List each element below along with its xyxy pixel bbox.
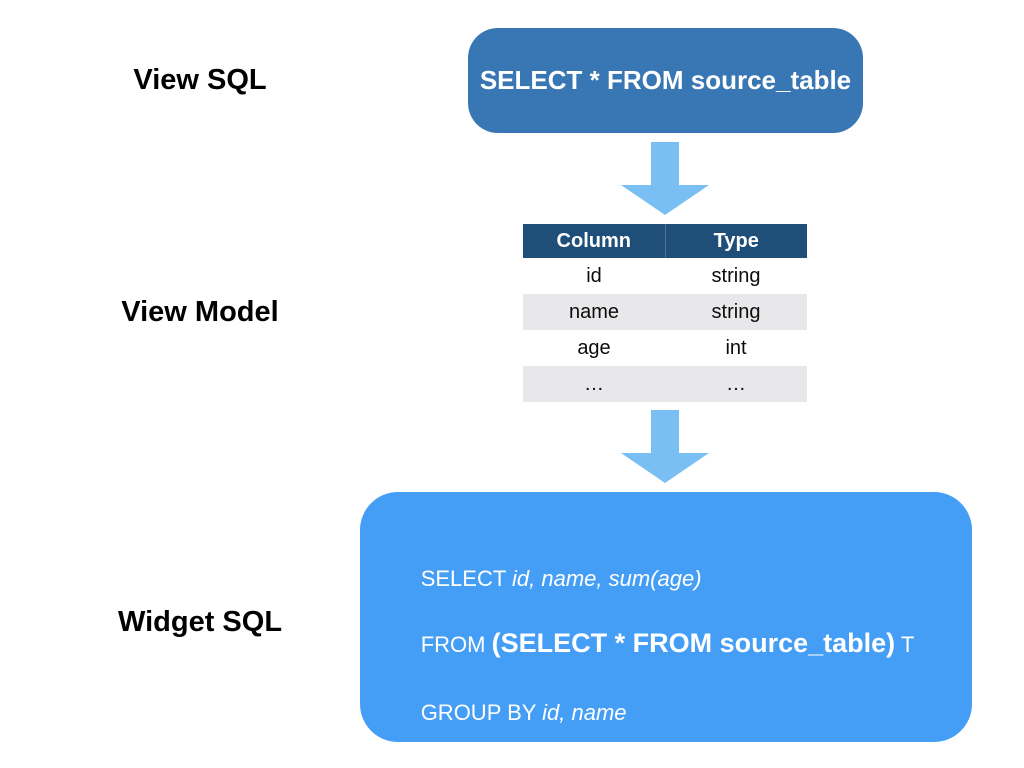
widget-sql-box: SELECT id, name, sum(age) FROM (SELECT *… bbox=[360, 492, 972, 742]
table-row: id string bbox=[523, 258, 807, 294]
sql-from-alias: T bbox=[895, 632, 915, 657]
widget-sql-line-groupby: GROUP BY id, name bbox=[384, 674, 956, 752]
sql-groupby-keyword: GROUP BY bbox=[420, 700, 543, 725]
down-arrow-shape bbox=[621, 142, 709, 215]
table-header-cell-type: Type bbox=[664, 224, 807, 258]
sql-select-args: id, name, sum(age) bbox=[512, 566, 702, 591]
table-cell: … bbox=[665, 366, 807, 402]
view-sql-box: SELECT * FROM source_table bbox=[468, 28, 863, 133]
widget-sql-line-select: SELECT id, name, sum(age) bbox=[384, 540, 956, 618]
table-cell: string bbox=[665, 294, 807, 330]
view-model-table: Column Type id string name string age in… bbox=[523, 224, 807, 402]
table-cell: id bbox=[586, 264, 602, 287]
widget-sql-line-from: FROM (SELECT * FROM source_table) T bbox=[384, 602, 956, 685]
table-cell: age bbox=[577, 336, 611, 359]
down-arrow-icon bbox=[621, 142, 709, 215]
table-cell: int bbox=[725, 336, 747, 359]
table-cell: … bbox=[523, 366, 665, 402]
sql-select-keyword: SELECT bbox=[420, 566, 512, 591]
view-sql-label: View SQL bbox=[133, 64, 267, 96]
sql-from-keyword: FROM bbox=[420, 632, 492, 657]
table-header-row: Column Type bbox=[523, 224, 807, 258]
view-sql-text: SELECT * FROM source_table bbox=[479, 65, 852, 95]
table-cell: name bbox=[523, 294, 665, 330]
table-row: … … bbox=[523, 366, 807, 402]
sql-groupby-args: id, name bbox=[542, 700, 627, 725]
table-row: name string bbox=[523, 294, 807, 330]
down-arrow-shape bbox=[621, 410, 709, 483]
table-row: age int bbox=[523, 330, 807, 366]
sql-from-subquery: (SELECT * FROM source_table) bbox=[491, 628, 896, 658]
view-model-label: View Model bbox=[121, 296, 279, 328]
table-header-cell-column: Column bbox=[523, 224, 665, 258]
table-cell: string bbox=[711, 264, 761, 287]
down-arrow-icon bbox=[621, 410, 709, 483]
widget-sql-label: Widget SQL bbox=[117, 606, 283, 638]
